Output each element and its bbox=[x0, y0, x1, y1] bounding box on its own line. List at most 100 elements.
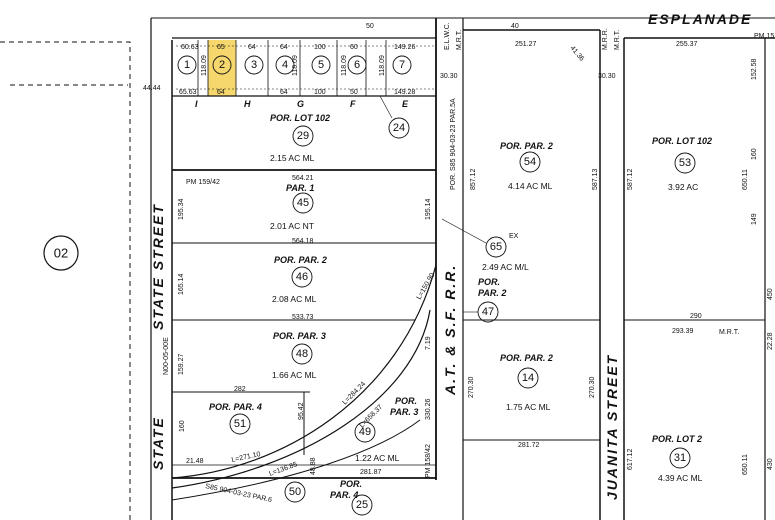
lot-letter: H bbox=[244, 99, 251, 109]
parcel-circle bbox=[351, 494, 373, 516]
parcel-49-title2: PAR. 3 bbox=[390, 407, 418, 417]
lot-dim: 64 bbox=[248, 44, 256, 51]
parcel-48-title: POR. PAR. 3 bbox=[273, 331, 326, 341]
parcel-31-num: 31 bbox=[674, 452, 686, 464]
parcel-54-title: POR. PAR. 2 bbox=[500, 141, 553, 151]
lot-letter: G bbox=[297, 99, 304, 109]
esplanade-label: ESPLANADE bbox=[648, 11, 752, 27]
parcel-29-num: 29 bbox=[297, 130, 309, 142]
parcel-circle bbox=[669, 447, 691, 469]
lot-dim: 64 bbox=[280, 44, 288, 51]
leader-line bbox=[441, 218, 487, 244]
dim-label: 281.72 bbox=[518, 442, 540, 449]
parcel-49-num: 49 bbox=[359, 426, 371, 438]
dim-label: 152.58 bbox=[751, 58, 758, 80]
dim-label: 282 bbox=[234, 386, 246, 393]
dim-label: 41.36 bbox=[568, 45, 585, 63]
annotation: M.R.T. bbox=[719, 329, 739, 336]
juanita-street-label: JUANITA STREET bbox=[604, 354, 620, 500]
parcel-54-num: 54 bbox=[524, 156, 536, 168]
map-book-circle bbox=[43, 235, 79, 271]
parcel-65-area: 2.49 AC M/L bbox=[482, 262, 529, 272]
dim-label: 195.34 bbox=[178, 198, 185, 220]
lot-depth: 118.09 bbox=[341, 55, 348, 76]
parcel-circle bbox=[229, 413, 251, 435]
map-book-boundary bbox=[0, 41, 131, 520]
parcel-circle bbox=[485, 236, 507, 258]
parcel-51-title: POR. PAR. 4 bbox=[209, 402, 262, 412]
parcel-65-ex: EX bbox=[509, 233, 519, 240]
parcel-65-num: 65 bbox=[490, 241, 502, 253]
lot-num-6: 6 bbox=[354, 59, 360, 71]
parcel-45-title: PAR. 1 bbox=[286, 183, 314, 193]
lot-dim: 50 bbox=[350, 89, 358, 96]
annotation: E.L.W.C. bbox=[444, 22, 451, 50]
dim-label: 564.21 bbox=[292, 175, 314, 182]
annotation: N00-05-00E bbox=[163, 337, 170, 375]
dim-44: 44.44 bbox=[143, 85, 161, 92]
curve-length: L=658.37 bbox=[358, 404, 384, 430]
dim-label: 430 bbox=[767, 458, 774, 470]
lot-num-3: 3 bbox=[251, 59, 257, 71]
parcel-31-title: POR. LOT 2 bbox=[652, 434, 702, 444]
curve-length: L=136.85 bbox=[268, 461, 298, 478]
parcel-53-area: 3.92 AC bbox=[668, 182, 698, 192]
lot-dim: 64 bbox=[217, 89, 225, 96]
state-street-label-lower: STATE bbox=[150, 416, 166, 470]
annotation: M.R.R. bbox=[602, 28, 609, 50]
parcel-14-title: POR. PAR. 2 bbox=[500, 353, 553, 363]
dim-label: 40 bbox=[511, 23, 519, 30]
dim-label: 564.18 bbox=[292, 238, 314, 245]
parcel-46-area: 2.08 AC ML bbox=[272, 294, 317, 304]
parcel-48-num: 48 bbox=[296, 348, 308, 360]
lot-dim: 100 bbox=[314, 89, 326, 96]
lot-letter: E bbox=[402, 99, 409, 109]
dim-label: 95.42 bbox=[298, 402, 305, 420]
dim-label: 650.11 bbox=[742, 169, 749, 190]
lot-depth: 118.09 bbox=[201, 55, 208, 76]
parcel-46-num: 46 bbox=[296, 271, 308, 283]
lot-dim: 149.26 bbox=[394, 44, 416, 51]
dim-label: 450 bbox=[767, 288, 774, 300]
pm-ref: PM 15 bbox=[754, 33, 774, 40]
lot-letter: I bbox=[195, 99, 198, 109]
dim-label: 293.39 bbox=[672, 328, 694, 335]
pm-ref: PM 158/42 bbox=[425, 444, 432, 478]
annotation: M.R.T. bbox=[456, 30, 463, 50]
parcel-circle bbox=[292, 125, 314, 147]
lot-num-1: 1 bbox=[184, 59, 190, 71]
lot-num-5: 5 bbox=[318, 59, 324, 71]
annotation: POR. S85 904-03-23 PAR.5A bbox=[450, 98, 457, 190]
dim-label: 22.28 bbox=[767, 332, 774, 350]
lot-dim: 60.63 bbox=[181, 44, 199, 51]
annotation: S85 904-03-23 PAR.6 bbox=[205, 483, 273, 504]
dim-label: 195.14 bbox=[425, 198, 432, 220]
parcel-49-title1: POR. bbox=[395, 396, 417, 406]
parcel-25-title2: PAR. 4 bbox=[330, 490, 358, 500]
state-street-label: STATE STREET bbox=[150, 203, 166, 330]
leader-line bbox=[379, 95, 393, 119]
dim-label: 857.12 bbox=[470, 168, 477, 190]
dim-label: 48.88 bbox=[310, 457, 317, 475]
lot-depth: 118.09 bbox=[292, 55, 299, 76]
pm-ref: PM 159/42 bbox=[186, 179, 220, 186]
parcel-51-num: 51 bbox=[234, 418, 246, 430]
parcel-49-area: 1.22 AC ML bbox=[355, 453, 400, 463]
parcel-circle bbox=[292, 192, 314, 214]
dim-label: 255.37 bbox=[676, 41, 698, 48]
dim-label: 21.48 bbox=[186, 458, 204, 465]
dim-label: 533.73 bbox=[292, 314, 314, 321]
dim-label: 149 bbox=[751, 213, 758, 225]
curve-spur-2 bbox=[171, 309, 431, 489]
lot-circles bbox=[177, 55, 412, 75]
parcel-14-area: 1.75 AC ML bbox=[506, 402, 551, 412]
parcel-circle bbox=[291, 266, 313, 288]
parcel-45-num: 45 bbox=[297, 197, 309, 209]
lot-dim: 100 bbox=[314, 44, 326, 51]
lot-dim: 60 bbox=[350, 44, 358, 51]
dim-50: 50 bbox=[366, 23, 374, 30]
parcel-53-num: 53 bbox=[679, 157, 691, 169]
parcel-54-area: 4.14 AC ML bbox=[508, 181, 553, 191]
parcel-29-area: 2.15 AC ML bbox=[270, 153, 315, 163]
dim-label: 290 bbox=[690, 313, 702, 320]
